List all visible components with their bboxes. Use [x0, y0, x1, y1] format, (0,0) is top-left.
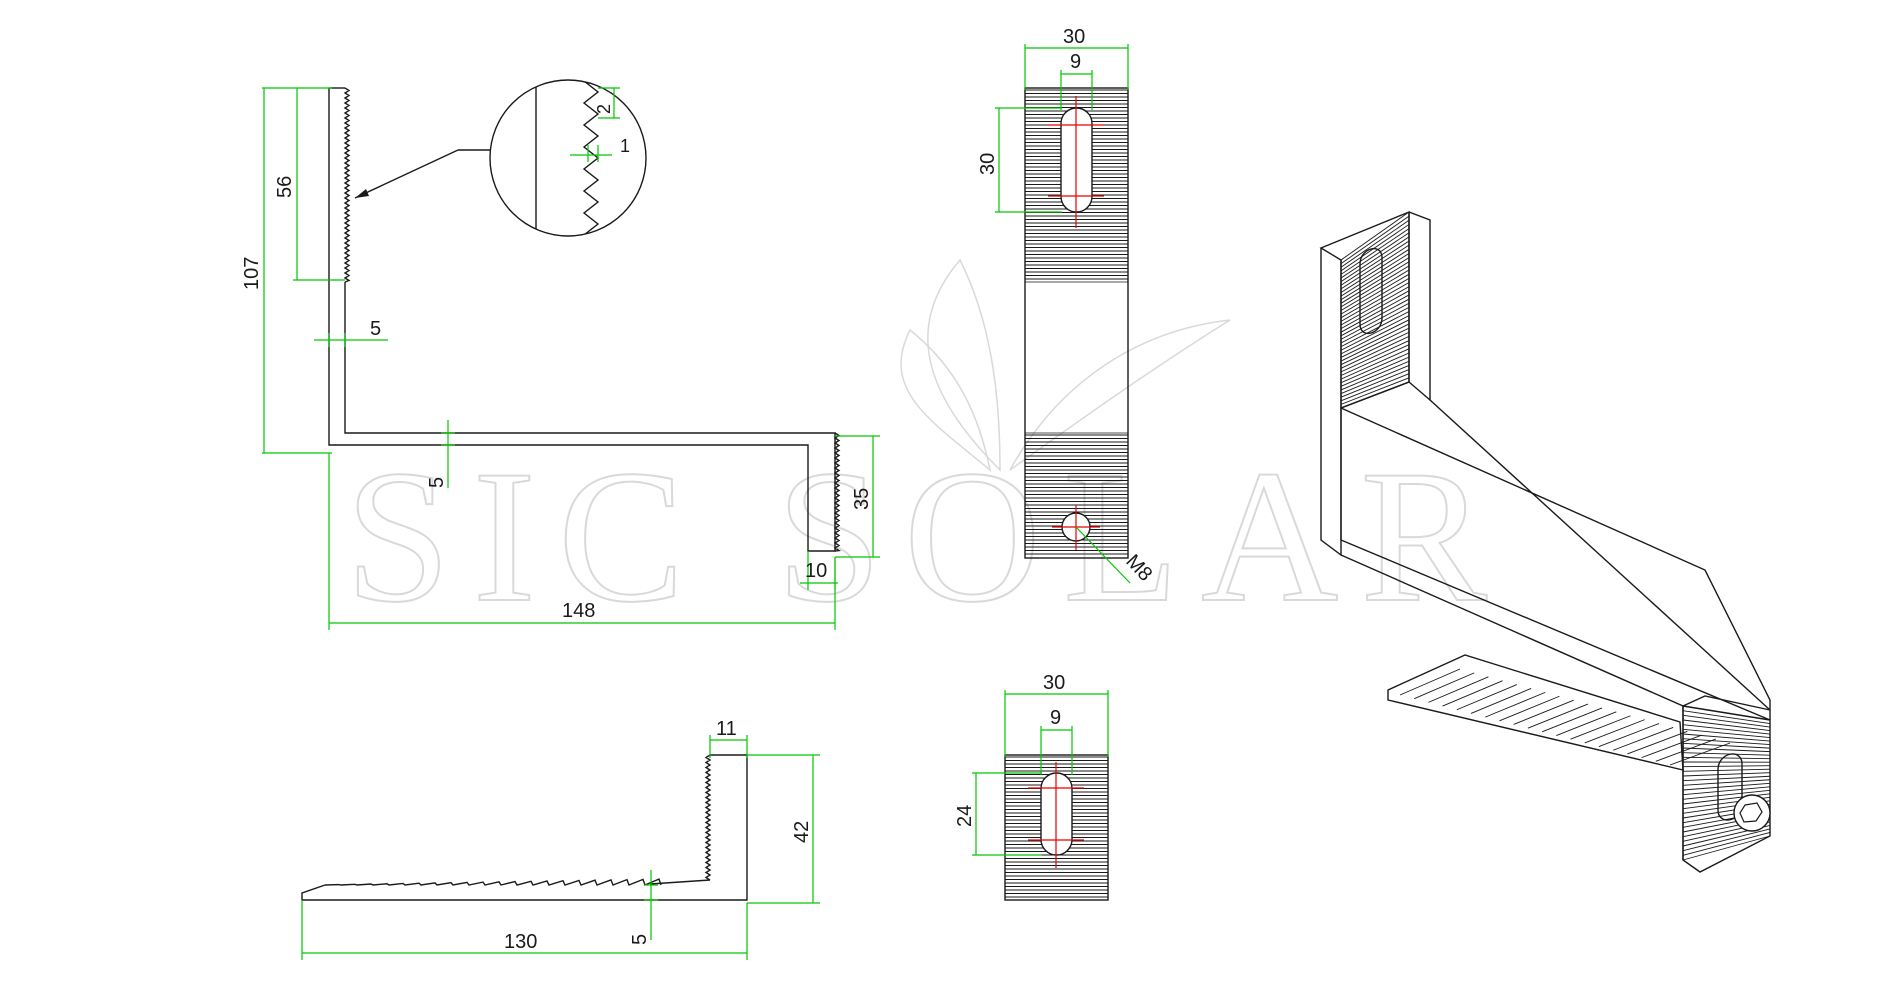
isometric-view: [1319, 210, 1771, 873]
bracket-serration-vertical: [343, 87, 351, 283]
iso-bolt-head: [1733, 794, 1771, 832]
dim-slot-length-lower: 24: [954, 805, 976, 827]
dim-thickness-horizontal: 5: [426, 477, 448, 488]
dim-lip-height: 35: [851, 488, 873, 510]
front-plate-lower: [1004, 754, 1109, 901]
side-view-upper: 107 56 5 5 35 10 148 2 1: [241, 79, 880, 630]
front-view-lower: 30 9 24: [954, 672, 1109, 901]
dim-width-lower: 30: [1043, 672, 1065, 694]
watermark: SIC SOLAR: [344, 258, 1509, 643]
bracket-profile-lower: [301, 755, 748, 901]
iso-foot-serration: [1399, 668, 1731, 766]
iso-foot: [1387, 654, 1684, 771]
side-view-lower: 11 42 5 130: [301, 718, 820, 960]
dim-length: 130: [504, 931, 537, 953]
watermark-leaf-logo: [900, 258, 1231, 472]
dim-top-width: 11: [716, 718, 737, 740]
iso-upright-slot: [1359, 247, 1383, 335]
front-view-upper: 30 9 30 M8: [977, 26, 1156, 586]
dim-slot-width-lower: 9: [1050, 707, 1061, 729]
dim-lip-width: 10: [805, 560, 827, 582]
dim-width: 30: [1063, 26, 1085, 48]
dim-serrated-height: 56: [274, 176, 296, 198]
iso-upright-serration: [1340, 211, 1410, 409]
detail-leader: [354, 149, 490, 199]
dim-slot-width: 9: [1070, 51, 1081, 73]
bracket-serration-base: [324, 878, 662, 886]
detail-callout: [489, 79, 647, 237]
bracket-serration-lip: [833, 432, 842, 552]
dimension-lines-lower: [301, 735, 820, 960]
dim-thickness: 5: [629, 934, 651, 945]
dim-tooth-depth: 1: [620, 136, 630, 156]
dimension-lines-upper: [262, 87, 880, 630]
dim-slot-length: 30: [977, 153, 999, 175]
dim-tooth-pitch: 2: [594, 104, 614, 114]
dim-thickness-vertical: 5: [370, 318, 381, 340]
dim-total-length: 148: [562, 600, 595, 622]
front-plate-upper: [1024, 87, 1129, 559]
watermark-text: SIC SOLAR: [345, 432, 1509, 642]
dim-total-height: 107: [241, 257, 263, 290]
bracket-serration-upright: [704, 754, 712, 881]
bracket-profile-upper: [328, 88, 836, 552]
iso-end-serration: [1682, 705, 1771, 861]
dim-height: 42: [791, 821, 813, 843]
